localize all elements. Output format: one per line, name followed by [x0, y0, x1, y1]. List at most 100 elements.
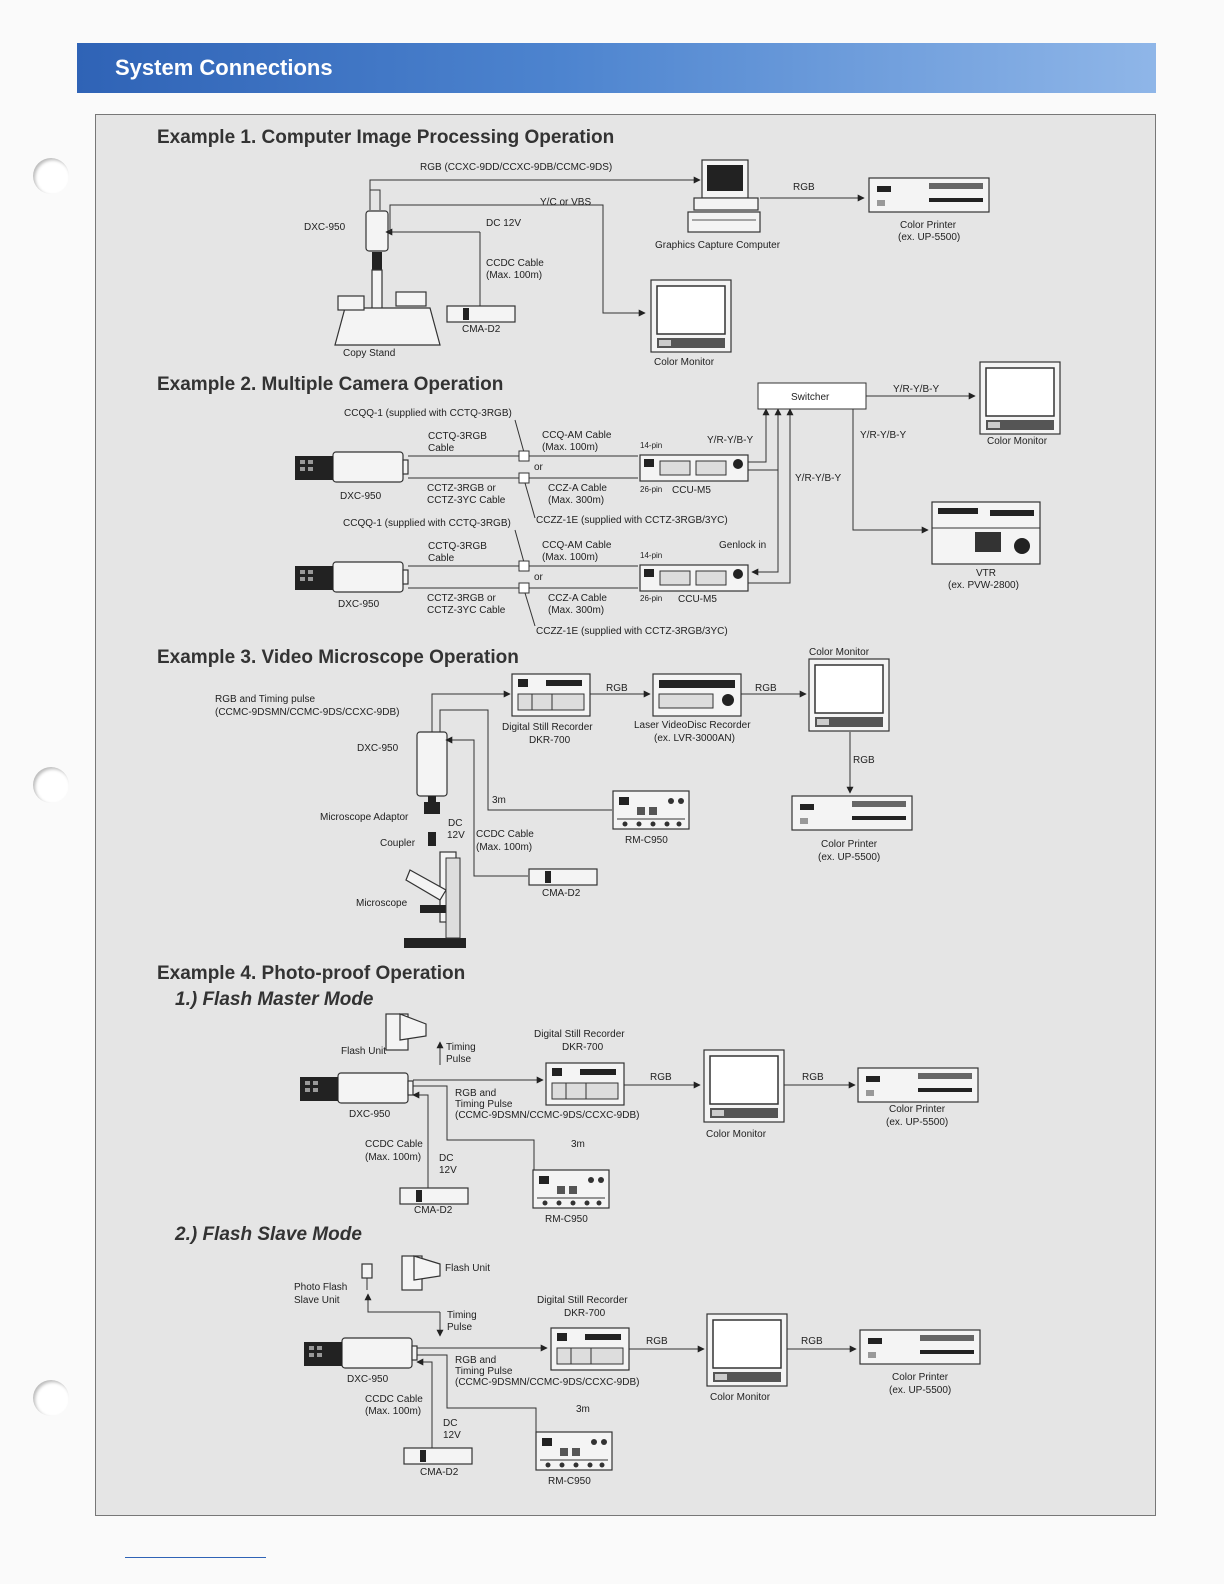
rgb-label: RGB [606, 683, 628, 694]
cctq-cable-label: Cable [428, 443, 455, 454]
rgb-label: RGB [853, 755, 875, 766]
camera-label: DXC-950 [304, 222, 346, 233]
printer-model-label: (ex. UP-5500) [818, 852, 880, 863]
graphics-computer [687, 159, 761, 233]
flash-unit-label: Flash Unit [445, 1263, 490, 1274]
ccqam-max-label: (Max. 100m) [542, 552, 598, 563]
dsr-label: Digital Still Recorder [502, 722, 593, 733]
dc-label: DC [448, 818, 462, 829]
monitor-label: Color Monitor [987, 436, 1048, 447]
or-label: or [534, 462, 544, 473]
printer-model-label: (ex. UP-5500) [886, 1117, 948, 1128]
switcher-label: Switcher [791, 392, 830, 403]
flash-unit [401, 1255, 441, 1291]
ccdc-cable-label: CCDC Cable [486, 258, 544, 269]
page-header: System Connections [77, 43, 1156, 93]
switcher-box [757, 382, 867, 410]
camera-label: DXC-950 [349, 1109, 391, 1120]
cctz-label: CCTZ-3RGB or [427, 483, 497, 494]
cma-label: CMA-D2 [414, 1205, 453, 1216]
rgb-timing-label: RGB and Timing pulse [215, 694, 315, 705]
pin26-label: 26-pin [640, 485, 662, 494]
computer-label: Graphics Capture Computer [655, 240, 781, 251]
camera-label: DXC-950 [338, 599, 380, 610]
slave-unit-label: Slave Unit [294, 1295, 340, 1306]
cctz-cable-label: CCTZ-3YC Cable [427, 605, 506, 616]
dc-12v-label: 12V [447, 830, 465, 841]
yrby-label: Y/R-Y/B-Y [707, 435, 753, 446]
example-1-title: Example 1. Computer Image Processing Ope… [157, 127, 614, 148]
copy-stand [334, 210, 441, 346]
monitor-label: Color Monitor [710, 1392, 771, 1403]
camera-label: DXC-950 [357, 743, 399, 754]
ccdc-cable-label: CCDC Cable [365, 1139, 423, 1150]
yrby-label: Y/R-Y/B-Y [860, 430, 906, 441]
pin14-label: 14-pin [640, 551, 662, 560]
timing-pulse-label: Timing Pulse [455, 1366, 513, 1377]
rgb-label: RGB [646, 1336, 668, 1347]
or-label: or [534, 572, 544, 583]
camera-label: DXC-950 [347, 1374, 389, 1385]
dsr-label: Digital Still Recorder [537, 1295, 628, 1306]
m3-label: 3m [571, 1139, 585, 1150]
example-3-title: Example 3. Video Microscope Operation [157, 647, 519, 668]
microscope-assembly [404, 731, 466, 948]
printer-label: Color Printer [889, 1104, 946, 1115]
binder-hole [33, 158, 69, 194]
timing-pulse-label: Timing Pulse [455, 1099, 513, 1110]
vtr-label: VTR [976, 568, 996, 579]
printer-label: Color Printer [821, 839, 878, 850]
rgb-and-label: RGB and [455, 1088, 496, 1099]
monitor-label: Color Monitor [654, 357, 715, 368]
dsr-model-label: DKR-700 [562, 1042, 604, 1053]
flash-slave-title: 2.) Flash Slave Mode [174, 1224, 362, 1245]
ccdc-max-label: (Max. 100m) [476, 842, 532, 853]
pulse-label: Pulse [447, 1322, 472, 1333]
printer-label: Color Printer [892, 1372, 949, 1383]
ccdc-max-label: (Max. 100m) [365, 1406, 421, 1417]
page-title: System Connections [115, 55, 333, 80]
ccza-label: CCZ-A Cable [548, 593, 607, 604]
ccu-label: CCU-M5 [672, 485, 711, 496]
ccqam-label: CCQ-AM Cable [542, 540, 612, 551]
vtr-model-label: (ex. PVW-2800) [948, 580, 1019, 591]
copy-stand-label: Copy Stand [343, 348, 395, 359]
cczz-label: CCZZ-1E (supplied with CCTZ-3RGB/3YC) [536, 626, 728, 637]
ccdc-max-label: (Max. 100m) [365, 1152, 421, 1163]
timing-label: Timing [447, 1310, 477, 1321]
monitor-label: Color Monitor [706, 1129, 767, 1140]
ccqq-label: CCQQ-1 (supplied with CCTQ-3RGB) [344, 408, 512, 419]
printer-model-label: (ex. UP-5500) [898, 232, 960, 243]
dsr-label: Digital Still Recorder [534, 1029, 625, 1040]
rm-label: RM-C950 [548, 1476, 591, 1487]
dc-12v-label: 12V [439, 1165, 457, 1176]
cma-label: CMA-D2 [420, 1467, 459, 1478]
pin26-label: 26-pin [640, 594, 662, 603]
lvd-model-label: (ex. LVR-3000AN) [654, 733, 735, 744]
laser-videodisc-recorder [652, 673, 742, 717]
rgb-timing-cables-label: (CCMC-9DSMN/CCMC-9DS/CCXC-9DB) [215, 707, 399, 718]
rgb-label: RGB [802, 1072, 824, 1083]
rgb-cable-label: RGB (CCXC-9DD/CCXC-9DB/CCMC-9DS) [420, 162, 612, 173]
ccdc-max-label: (Max. 100m) [486, 270, 542, 281]
example-4-title: Example 4. Photo-proof Operation [157, 963, 465, 984]
yrby-label: Y/R-Y/B-Y [795, 473, 841, 484]
dc-12v-label: DC 12V [486, 218, 521, 229]
printer-model-label: (ex. UP-5500) [889, 1385, 951, 1396]
ccqam-label: CCQ-AM Cable [542, 430, 612, 441]
cctq-label: CCTQ-3RGB [428, 541, 487, 552]
photo-flash-slave [361, 1263, 373, 1290]
flash-unit-label: Flash Unit [341, 1046, 386, 1057]
timing-label: Timing [446, 1042, 476, 1053]
dc-label: DC [439, 1153, 453, 1164]
pin14-label: 14-pin [640, 441, 662, 450]
cables-label: (CCMC-9DSMN/CCMC-9DS/CCXC-9DB) [455, 1377, 639, 1388]
photo-flash-label: Photo Flash [294, 1282, 347, 1293]
dsr-model-label: DKR-700 [529, 735, 571, 746]
flash-unit [385, 1013, 427, 1051]
cma-label: CMA-D2 [542, 888, 581, 899]
lvd-label: Laser VideoDisc Recorder [634, 720, 751, 731]
ccza-max-label: (Max. 300m) [548, 605, 604, 616]
coupler-label: Coupler [380, 838, 416, 849]
